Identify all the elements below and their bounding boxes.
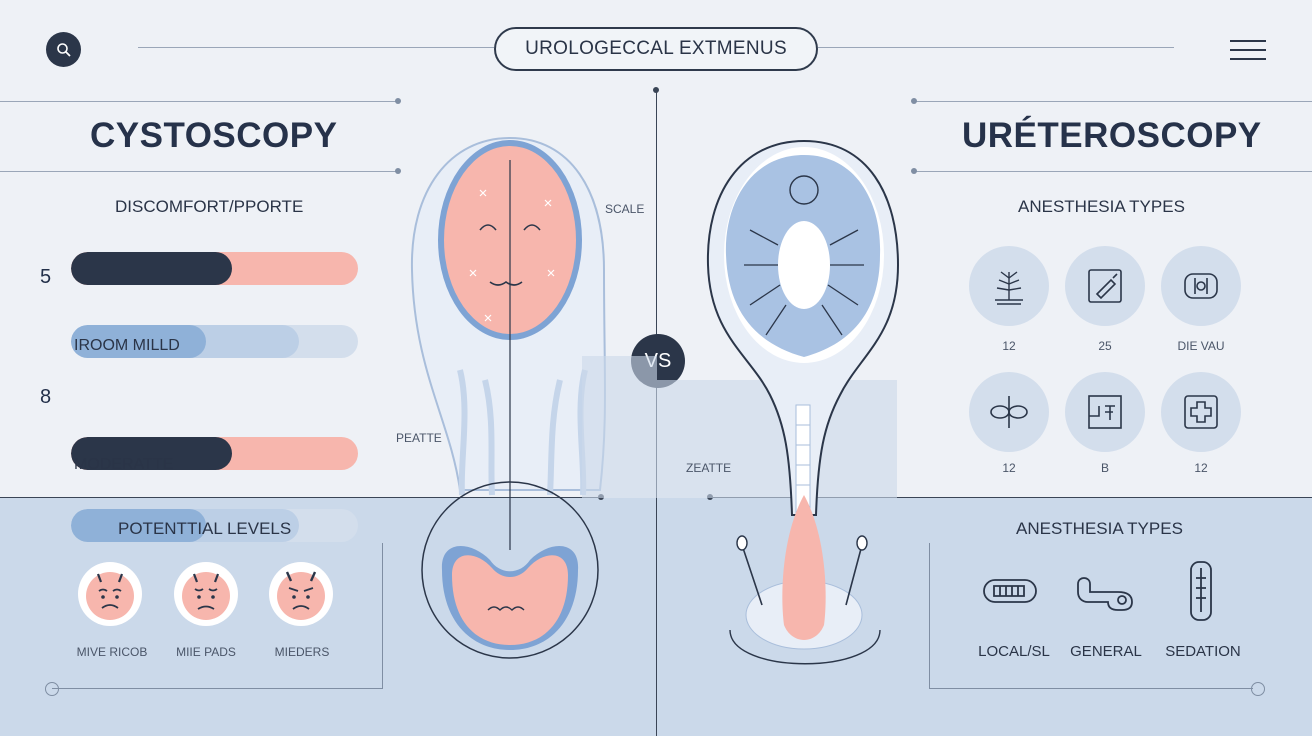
- face-label: MIEDERS: [274, 645, 330, 659]
- bladder-illustration: [410, 136, 606, 659]
- menu-button[interactable]: [1230, 40, 1266, 60]
- scale-number: 5: [40, 266, 52, 288]
- menu-icon-line: [1230, 58, 1266, 60]
- guide-dot: [911, 98, 917, 104]
- peatte-label: PEATTE: [396, 431, 442, 445]
- icon-label: 12: [1194, 461, 1208, 475]
- monitor-icon[interactable]: [1065, 372, 1145, 452]
- section-bracket: [929, 543, 930, 688]
- face-label: MIIE PADS: [176, 645, 236, 659]
- vial-icon: [1186, 558, 1216, 629]
- scale-caption: IROOM MILLD: [74, 337, 180, 354]
- anesthesia-type-label: GENERAL: [1070, 643, 1142, 660]
- mask-icon[interactable]: [1161, 246, 1241, 326]
- menu-icon-line: [1230, 40, 1266, 42]
- icon-label: 25: [1098, 339, 1112, 353]
- potential-levels-label: POTENTTIAL LEVELS: [118, 519, 292, 538]
- comparison-bar: [71, 509, 358, 542]
- ureteroscopy-title: URÉTEROSCOPY: [962, 116, 1262, 155]
- anesthesia-types-label: ANESTHESIA TYPES: [1018, 197, 1185, 216]
- section-bracket: [382, 543, 383, 688]
- face-item: [78, 562, 142, 626]
- guide-line: [914, 101, 1312, 102]
- baseline-knob[interactable]: [1251, 682, 1265, 696]
- scale-caption: MODERATTE: [74, 456, 174, 473]
- discomfort-bar: [71, 437, 358, 470]
- discomfort-bar-fill: [71, 252, 232, 285]
- icon-label: 12: [1002, 461, 1016, 475]
- menu-icon-line: [1230, 49, 1266, 51]
- icon-label: DIE VAU: [1177, 339, 1225, 353]
- anesthesia-types-bottom-label: ANESTHESIA TYPES: [1016, 519, 1183, 538]
- face-item: [269, 562, 333, 626]
- syringe-icon[interactable]: [1065, 246, 1145, 326]
- thermometer-icon: [982, 572, 1040, 617]
- guide-line: [0, 101, 398, 102]
- guide-dot: [395, 98, 401, 104]
- header-line-left: [138, 47, 494, 48]
- propeller-icon[interactable]: [969, 372, 1049, 452]
- icon-label: B: [1100, 461, 1109, 475]
- zeatte-label: ZEATTE: [686, 461, 732, 475]
- discomfort-label: DISCOMFORT/PPORTE: [115, 197, 304, 216]
- plant-icon[interactable]: [969, 246, 1049, 326]
- face-worried-icon: [174, 562, 238, 626]
- guide-dot: [395, 168, 401, 174]
- section-baseline: [929, 688, 1253, 689]
- medical-cross-icon[interactable]: [1161, 372, 1241, 452]
- guide-line: [0, 171, 398, 172]
- comparison-bar-fill: [71, 509, 206, 542]
- anesthesia-type-label: SEDATION: [1165, 643, 1241, 660]
- scale-label: SCALE: [605, 202, 645, 216]
- face-upset-icon: [269, 562, 333, 626]
- face-label: MIVE RICOB: [76, 645, 148, 659]
- scale-number: 8: [40, 386, 52, 408]
- face-sad-icon: [78, 562, 142, 626]
- search-button[interactable]: [46, 32, 81, 67]
- face-item: [174, 562, 238, 626]
- cystoscopy-title: CYSTOSCOPY: [90, 116, 338, 155]
- baseline-knob[interactable]: [45, 682, 59, 696]
- page-title: UROLOGECCAL EXTMENUS: [494, 27, 818, 71]
- guide-line: [914, 171, 1312, 172]
- discomfort-bar: [71, 252, 358, 285]
- header-line-right: [818, 47, 1174, 48]
- discomfort-bar-fill: [71, 437, 232, 470]
- guide-line: [0, 497, 600, 498]
- anesthesia-type-label: LOCAL/SL: [978, 643, 1050, 660]
- backdrop-panel: [582, 356, 657, 498]
- section-baseline: [52, 688, 383, 689]
- divider-dot: [653, 87, 659, 93]
- kidney-illustration: [706, 139, 900, 665]
- comparison-bar-fill: [71, 325, 206, 358]
- icon-label: 12: [1002, 339, 1016, 353]
- guide-dot: [911, 168, 917, 174]
- comparison-bar: [71, 325, 358, 358]
- inhaler-icon: [1072, 572, 1138, 617]
- search-icon: [56, 42, 71, 57]
- guide-line: [710, 497, 1312, 498]
